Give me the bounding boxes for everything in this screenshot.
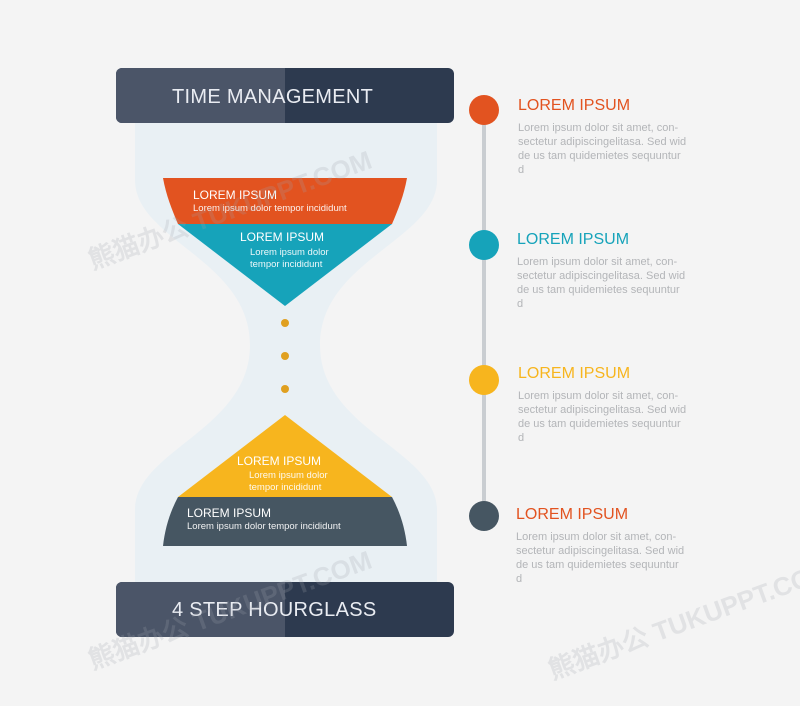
segment-1-desc: Lorem ipsum dolor tempor incididunt xyxy=(193,203,347,214)
segment-3-desc-line1: Lorem ipsum dolor xyxy=(249,470,328,481)
segment-2-desc-line2: tempor incididunt xyxy=(250,259,323,270)
timeline-4-line4: d xyxy=(516,573,523,585)
timeline-3-line3: de us tam quidemietes sequuntur xyxy=(518,418,681,430)
timeline-node-slate xyxy=(469,501,499,531)
segment-3-desc-line2: tempor incididunt xyxy=(249,482,322,493)
timeline-1-line2: sectetur adipiscingelitasa. Sed wid xyxy=(518,136,687,148)
segment-yellow xyxy=(178,415,392,497)
timeline-2-line3: de us tam quidemietes sequuntur xyxy=(517,284,680,296)
timeline-4-title: LOREM IPSUM xyxy=(516,506,629,523)
timeline-3-desc: Lorem ipsum dolor sit amet, con- sectetu… xyxy=(518,389,698,445)
timeline-node-yellow xyxy=(469,365,499,395)
timeline-4-line3: de us tam quidemietes sequuntur xyxy=(516,559,679,571)
bottom-cap xyxy=(116,582,454,637)
timeline-1-line4: d xyxy=(518,164,525,176)
timeline-3-line1: Lorem ipsum dolor sit amet, con- xyxy=(518,390,679,402)
segment-3-title: LOREM IPSUM xyxy=(237,454,322,468)
top-cap-title: TIME MANAGEMENT xyxy=(172,86,374,108)
sand-dot xyxy=(281,385,289,393)
timeline-3-line4: d xyxy=(518,432,525,444)
timeline-1-line3: de us tam quidemietes sequuntur xyxy=(518,150,681,162)
segment-orange xyxy=(163,178,407,224)
timeline-2-line4: d xyxy=(517,298,524,310)
timeline-1-desc: Lorem ipsum dolor sit amet, con- sectetu… xyxy=(518,121,698,177)
segment-teal xyxy=(178,224,392,306)
timeline-node-orange xyxy=(469,95,499,125)
segment-2-desc-line1: Lorem ipsum dolor xyxy=(250,247,329,258)
timeline-1-line1: Lorem ipsum dolor sit amet, con- xyxy=(518,122,679,134)
timeline-2-desc: Lorem ipsum dolor sit amet, con- sectetu… xyxy=(517,255,697,311)
timeline-4-desc: Lorem ipsum dolor sit amet, con- sectetu… xyxy=(516,530,696,586)
timeline-4-line2: sectetur adipiscingelitasa. Sed wid xyxy=(516,545,685,557)
segment-4-title: LOREM IPSUM xyxy=(187,506,272,520)
sand-dot xyxy=(281,352,289,360)
timeline-1-title: LOREM IPSUM xyxy=(518,97,631,114)
timeline-2-line1: Lorem ipsum dolor sit amet, con- xyxy=(517,256,678,268)
top-cap xyxy=(116,68,454,123)
timeline-2-title: LOREM IPSUM xyxy=(517,231,630,248)
timeline-2-line2: sectetur adipiscingelitasa. Sed wid xyxy=(517,270,686,282)
timeline-3-title: LOREM IPSUM xyxy=(518,365,631,382)
segment-1-title: LOREM IPSUM xyxy=(193,188,278,202)
timeline-3-line2: sectetur adipiscingelitasa. Sed wid xyxy=(518,404,687,416)
bottom-cap-title: 4 STEP HOURGLASS xyxy=(172,599,377,621)
sand-dot xyxy=(281,319,289,327)
timeline-node-teal xyxy=(469,230,499,260)
segment-2-title: LOREM IPSUM xyxy=(240,230,325,244)
segment-slate xyxy=(163,497,407,546)
timeline-4-line1: Lorem ipsum dolor sit amet, con- xyxy=(516,531,677,543)
segment-4-desc: Lorem ipsum dolor tempor incididunt xyxy=(187,521,341,532)
